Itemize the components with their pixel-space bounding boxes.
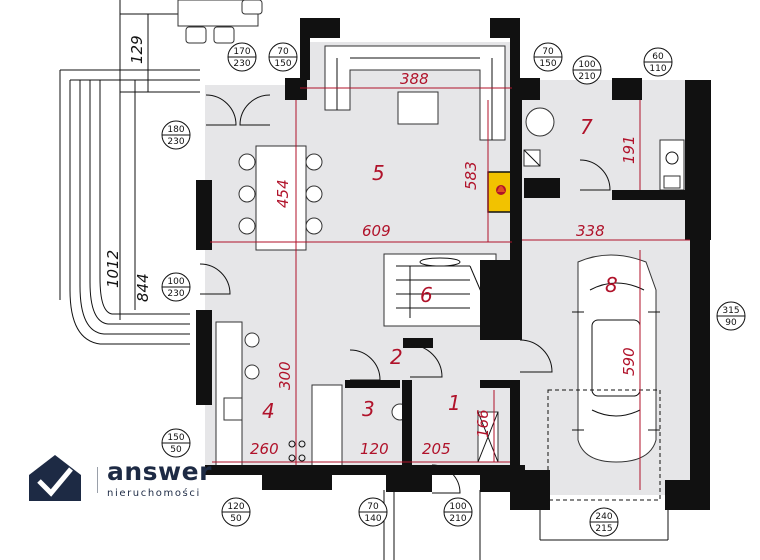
- terrace-table: [177, 0, 263, 44]
- svg-text:150: 150: [539, 59, 556, 69]
- svg-text:315: 315: [722, 306, 739, 316]
- svg-text:230: 230: [167, 289, 184, 299]
- svg-text:180: 180: [167, 125, 184, 135]
- dim-338: 338: [576, 222, 605, 240]
- room-7-label: 7: [580, 115, 593, 139]
- dining-table: [238, 145, 323, 251]
- svg-text:70: 70: [542, 47, 554, 57]
- svg-text:110: 110: [649, 64, 666, 74]
- svg-text:215: 215: [595, 524, 612, 534]
- room-labels: 1 2 3 4 5 6 7 8: [262, 115, 618, 423]
- entrance-steps: [383, 490, 481, 560]
- svg-text:50: 50: [170, 445, 182, 455]
- room-2-label: 2: [390, 345, 403, 369]
- svg-text:240: 240: [595, 512, 612, 522]
- sofa: [324, 45, 506, 141]
- room-6-label: 6: [420, 283, 433, 307]
- opening-tag: 120 50: [221, 497, 251, 527]
- dim-191: 191: [620, 135, 638, 164]
- svg-text:140: 140: [364, 514, 381, 524]
- room-5-label: 5: [372, 161, 385, 185]
- logo-separator: [97, 467, 98, 493]
- dimension-values: 388 609 454 583 191 338 590 300 260 120 …: [250, 70, 638, 458]
- bathroom-fixtures: [391, 403, 499, 463]
- dim-388: 388: [400, 70, 429, 88]
- opening-tag: 180 230: [161, 120, 191, 150]
- svg-text:230: 230: [167, 137, 184, 147]
- svg-text:210: 210: [578, 72, 595, 82]
- dim-166: 166: [474, 409, 492, 438]
- opening-tag: 70 150: [533, 42, 563, 72]
- svg-text:210: 210: [449, 514, 466, 524]
- dim-454: 454: [274, 179, 292, 208]
- opening-tag: 100 210: [443, 497, 473, 527]
- opening-tag: 240 215: [589, 507, 619, 537]
- opening-tag: 170 230: [227, 42, 257, 72]
- staircase: [383, 253, 497, 327]
- utility-fixtures: [523, 107, 685, 191]
- opening-tag: 70 150: [268, 42, 298, 72]
- svg-text:100: 100: [167, 277, 184, 287]
- dim-300: 300: [276, 361, 294, 390]
- svg-text:70: 70: [367, 502, 379, 512]
- door-swings: [199, 94, 611, 494]
- dim-260: 260: [250, 440, 279, 458]
- svg-text:100: 100: [578, 60, 595, 70]
- svg-text:150: 150: [274, 59, 291, 69]
- dim-129: 129: [128, 35, 146, 64]
- dimension-lines: [210, 87, 690, 490]
- opening-tag: 100 230: [161, 272, 191, 302]
- opening-tag: 100 210: [572, 55, 602, 85]
- opening-tag: 315 90: [716, 301, 746, 331]
- room-3-label: 3: [362, 397, 375, 421]
- opening-tag: 150 50: [161, 428, 191, 458]
- kitchen-counter: [215, 321, 343, 471]
- walls: [196, 18, 711, 510]
- svg-text:100: 100: [449, 502, 466, 512]
- room-1-label: 1: [448, 391, 461, 415]
- svg-text:150: 150: [167, 433, 184, 443]
- svg-text:60: 60: [652, 52, 664, 62]
- dim-609: 609: [362, 222, 391, 240]
- house-logo-icon: [29, 455, 81, 501]
- svg-text:170: 170: [233, 47, 250, 57]
- svg-text:230: 230: [233, 59, 250, 69]
- opening-tag: 60 110: [643, 47, 673, 77]
- logo-brand: answer: [107, 457, 212, 486]
- exterior-dimension-values: 129 1012 844: [104, 35, 152, 302]
- svg-text:90: 90: [725, 318, 737, 328]
- dim-583: 583: [462, 161, 480, 190]
- dim-205: 205: [422, 440, 451, 458]
- dim-120: 120: [360, 440, 389, 458]
- svg-text:120: 120: [227, 502, 244, 512]
- dim-1012: 1012: [104, 250, 122, 288]
- terrace-outline: [59, 0, 200, 345]
- fireplace: [487, 171, 515, 213]
- opening-tags: 170 230 70 150 70 150 100 210 60 110 180…: [161, 42, 746, 537]
- svg-text:50: 50: [230, 514, 242, 524]
- opening-tag: 70 140: [358, 497, 388, 527]
- answer-logo: answer nieruchomości: [27, 453, 227, 505]
- dim-590: 590: [620, 347, 638, 376]
- dim-844: 844: [134, 273, 152, 302]
- svg-text:70: 70: [277, 47, 289, 57]
- room-4-label: 4: [262, 399, 275, 423]
- car: [572, 254, 660, 463]
- room-8-label: 8: [605, 273, 618, 297]
- logo-subtitle: nieruchomości: [107, 488, 201, 499]
